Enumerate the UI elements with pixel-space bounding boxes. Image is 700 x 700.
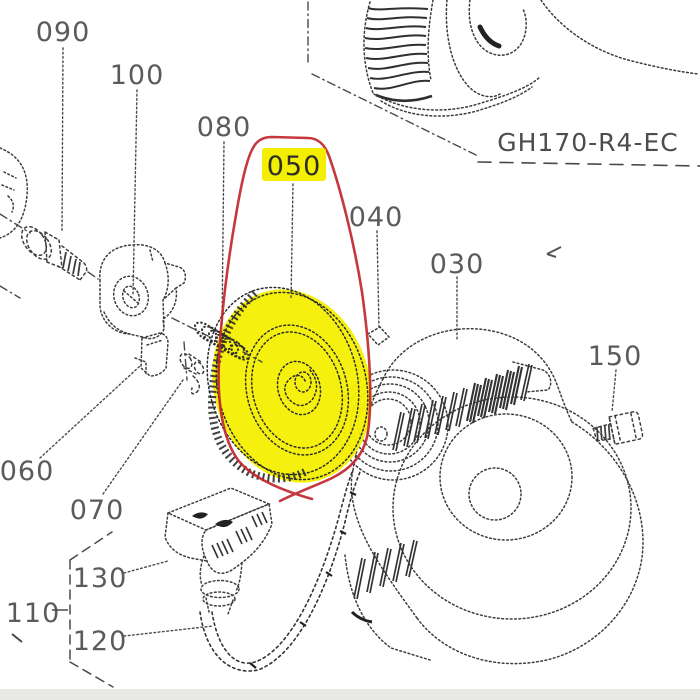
handle-drawing — [164, 487, 273, 615]
leader-130 — [123, 560, 169, 574]
part-label-090: 090 — [36, 17, 91, 48]
part-label-050: 050 — [267, 151, 322, 182]
part-label-110: 110 — [6, 598, 61, 629]
leader-120 — [123, 625, 214, 637]
footer-strip — [0, 689, 700, 700]
leader-060 — [39, 365, 141, 459]
leader-lines — [11, 47, 617, 688]
bracket-060-drawing — [134, 332, 169, 377]
stray-dash — [11, 633, 23, 643]
leader-090 — [61, 47, 64, 233]
axis-lines — [0, 1, 479, 381]
highlighted-part-label-group: 050 — [262, 148, 326, 182]
part-label-100: 100 — [110, 60, 165, 91]
leader-100 — [132, 89, 138, 297]
pulley-highlight-fill — [212, 289, 372, 483]
model-label-underline — [477, 161, 700, 167]
leader-080 — [221, 141, 225, 327]
part-label-120: 120 — [73, 626, 128, 657]
stray-mark — [546, 246, 562, 258]
part-label-070: 070 — [70, 495, 125, 526]
annotation-loop — [217, 135, 372, 503]
pin-070-drawing — [179, 352, 205, 395]
engine-flywheel-cup-drawing — [363, 0, 700, 117]
label-highlight — [262, 148, 326, 181]
part-labels: 090 100 080 040 030 150 060 070 130 110 … — [0, 17, 643, 657]
bracket-110 — [52, 531, 114, 688]
part-label-060: 060 — [0, 456, 54, 487]
leader-150 — [611, 369, 617, 413]
pulley-drawing — [206, 286, 372, 483]
highlight-annotation — [217, 135, 372, 503]
part-label-030: 030 — [430, 249, 485, 280]
part-label-040: 040 — [349, 202, 404, 233]
model-label: GH170-R4-EC — [497, 128, 678, 157]
model-label-group: GH170-R4-EC — [477, 128, 700, 167]
spring-080-drawing — [194, 321, 250, 361]
part-label-080: 080 — [197, 112, 252, 143]
leader-050 — [290, 183, 294, 301]
leader-070 — [102, 379, 184, 495]
edge-plate-drawing — [0, 147, 28, 239]
rope-drawing — [199, 469, 361, 672]
part-label-130: 130 — [73, 563, 128, 594]
bolt-090-drawing — [20, 225, 88, 281]
clutch-drawing — [99, 243, 187, 340]
part-label-150: 150 — [588, 341, 643, 372]
leader-040 — [376, 230, 380, 329]
bolt-150-drawing — [592, 411, 644, 446]
